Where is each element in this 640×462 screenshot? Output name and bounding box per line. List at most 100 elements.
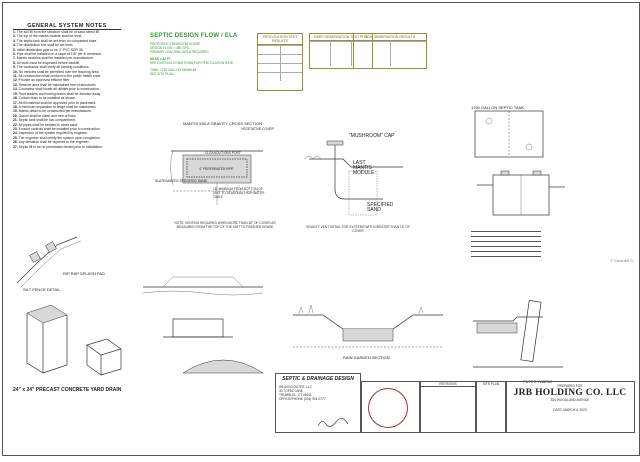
- note-item: 14. Contractor shall locate all utilitie…: [13, 87, 121, 91]
- note-number: 25.: [13, 135, 19, 140]
- note-item: 9. The contractor shall verify all exist…: [13, 65, 121, 69]
- owner-block: PREPARED FOR JRB HOLDING CO. LLC 824 WOO…: [505, 381, 635, 433]
- note-text: Curtain drain to be installed as shown.: [18, 96, 77, 101]
- note-text: The engineer shall certify the system up…: [18, 135, 101, 140]
- yard-drain-title: 24" x 24" PRECAST CONCRETE YARD DRAIN: [13, 387, 122, 393]
- note-number: 1.: [13, 30, 17, 34]
- silt-fence-title: SILT FENCE DETAIL: [23, 287, 61, 292]
- note-item: 16. Curtain drain to be installed as sho…: [13, 96, 121, 100]
- note-item: 4. The distribution box shall be set lev…: [13, 43, 121, 47]
- soil-results-table: SOIL OBSERVATION RESULTS: [353, 33, 427, 69]
- stone-detail: [163, 318, 233, 338]
- tank-plan-drawing: [474, 110, 544, 158]
- note-number: 8.: [13, 60, 17, 65]
- note-item: 23. Erosion controls shall be installed …: [13, 127, 121, 131]
- note-text: Gravel shall be clean and free of fines.: [18, 113, 77, 118]
- note-number: 22.: [13, 122, 19, 127]
- signature: [317, 418, 349, 427]
- note-item: 19. Mantis detail to be constructed per …: [13, 109, 121, 113]
- tb-engineer: HB ASSOCIATES, LLC: [279, 385, 312, 389]
- note-number: 11.: [13, 74, 19, 79]
- tb-date: DATE: MARCH 4, 2023: [553, 408, 587, 412]
- note-number: 4.: [13, 43, 17, 48]
- note-number: 2.: [13, 34, 17, 39]
- vent-detail-drawing: [304, 140, 403, 216]
- perc-test-table: PERCOLATION TEST RESULTS: [257, 33, 303, 91]
- mantis-note: NOTE: VENTING REQUIRED WHEN MORE THAN 18…: [174, 221, 276, 229]
- riprap-title: RIP RAP SPLASH PAD: [63, 271, 105, 276]
- tank-title: 1250 GALLON SEPTIC TANK: [471, 105, 525, 110]
- note-text: All fill material shall be approved prio…: [18, 100, 97, 105]
- table-title: PERCOLATION TEST RESULTS: [258, 34, 302, 45]
- note-number: 10.: [13, 69, 19, 74]
- mantis-label: 18" MINIMUM FROM BOTTOM OF UNIT TO SEASO…: [213, 187, 265, 199]
- note-number: 14.: [13, 87, 19, 92]
- design-line: PROPOSED 4 BEDROOM HOUSE: [150, 42, 201, 46]
- sand-label: SPECIFIED SAND: [367, 202, 394, 213]
- note-item: 15. Roof leaders and footing drains shal…: [13, 92, 121, 96]
- silt-fence-drawing: [16, 236, 82, 288]
- riprap-pile: [182, 359, 264, 374]
- note-number: 13.: [13, 82, 19, 87]
- seal-block: [361, 381, 421, 433]
- note-number: 6.: [13, 52, 17, 57]
- tb-address: 30 TOPAZ LANE: [279, 389, 303, 393]
- tank-notes: [471, 229, 541, 259]
- mantis-label: VEGETATIVE COVER: [241, 127, 274, 131]
- note-item: 5. Initial distribution pipe to be 4" PV…: [13, 48, 121, 52]
- design-line: TANK: 1250 GALLON MINIMUM: [150, 68, 197, 72]
- note-number: 17.: [13, 100, 19, 105]
- deep-test-table: DEEP OBSERVATION TEST PITS: [309, 33, 373, 69]
- tb-revisions: REVISIONS: [420, 382, 476, 387]
- note-number: 19.: [13, 109, 19, 114]
- note-text: Roof leaders and footing drains shall be…: [18, 91, 101, 96]
- note-number: 16.: [13, 96, 19, 101]
- note-number: 23.: [13, 126, 19, 131]
- notes-list: 1. The soil fill from the structure shal…: [13, 30, 121, 149]
- mantis-label: 4" PERFORATED PIPE: [199, 167, 234, 171]
- note-text: Reserve area shall be maintained free of…: [18, 82, 97, 87]
- note-item: 25. The engineer shall certify the syste…: [13, 136, 121, 140]
- note-text: Contractor shall locate all utilities pr…: [18, 87, 100, 92]
- note-item: 11. All construction shall conform to th…: [13, 74, 121, 78]
- note-text: Inspection of the system required by eng…: [18, 131, 89, 136]
- tb-design-title: SEPTIC & DRAINAGE DESIGN: [282, 376, 354, 382]
- note-number: 9.: [13, 65, 17, 70]
- tb-owner: JRB HOLDING CO. LLC: [513, 388, 627, 398]
- note-text: The top of the mantis module shall be le…: [16, 34, 83, 39]
- rain-garden-title: RAIN GARDEN SECTION: [343, 355, 390, 360]
- note-number: 21.: [13, 118, 19, 123]
- notes-title: GENERAL SYSTEM NOTES: [13, 23, 121, 30]
- note-item: 8. All work must be inspected before bac…: [13, 61, 121, 65]
- mantis-label: SLATE/MANTIS SPECIFIED SAND: [155, 179, 207, 183]
- revision-block: REVISIONS: [419, 381, 477, 433]
- vent-note: GRAVITY VENT DETAIL FOR SYSTEMS WITH GRE…: [306, 225, 410, 233]
- note-item: 12. Provide an approved effluent filter.: [13, 78, 121, 82]
- note-text: The soil fill from the structure shall b…: [16, 30, 100, 34]
- note-text: All work must be inspected before backfi…: [16, 60, 80, 65]
- note-text: Mantis modules shall be installed per ma…: [16, 56, 95, 61]
- note-text: A minimum separation to ledge shall be m…: [18, 104, 97, 109]
- design-title: SEPTIC DESIGN FLOW / ELA: [150, 33, 238, 39]
- note-text: Initial distribution pipe to be 4" PVC S…: [16, 47, 84, 52]
- yard-drain-drawing: [26, 304, 122, 376]
- tank-section-drawing: [477, 170, 565, 216]
- note-text: The contractor shall verify all existing…: [16, 65, 90, 70]
- note-item: 18. A minimum separation to ledge shall …: [13, 105, 121, 109]
- note-number: 24.: [13, 131, 19, 136]
- sheet-number-block: SITE PLAN: [475, 381, 507, 433]
- note-text: Pipe shall be installed on a slope of 1/…: [16, 52, 103, 57]
- design-titleblock: SEPTIC & DRAINAGE DESIGN HB ASSOCIATES, …: [275, 373, 361, 433]
- note-item: 7. Mantis modules shall be installed per…: [13, 56, 121, 60]
- design-flow-block: SEPTIC DESIGN FLOW / ELA PROPOSED 4 BEDR…: [150, 33, 270, 76]
- mantis-label: CLEANOUT/OBS PORT: [205, 151, 241, 155]
- note-text: Any deviation shall be reported to the e…: [18, 140, 90, 145]
- tb-city: TRUMBULL, CT 06611: [279, 393, 312, 397]
- note-text: Provide an approved effluent filter.: [18, 78, 71, 83]
- note-text: Septic tank shall be two compartment.: [18, 118, 76, 123]
- note-text: Mantis detail to be constructed per manu…: [18, 109, 93, 114]
- note-number: 12.: [13, 78, 19, 83]
- tb-sheet-label: SITE PLAN: [482, 382, 500, 386]
- note-number: 3.: [13, 38, 17, 43]
- module-label: LAST MANTIS MODULE: [353, 160, 375, 176]
